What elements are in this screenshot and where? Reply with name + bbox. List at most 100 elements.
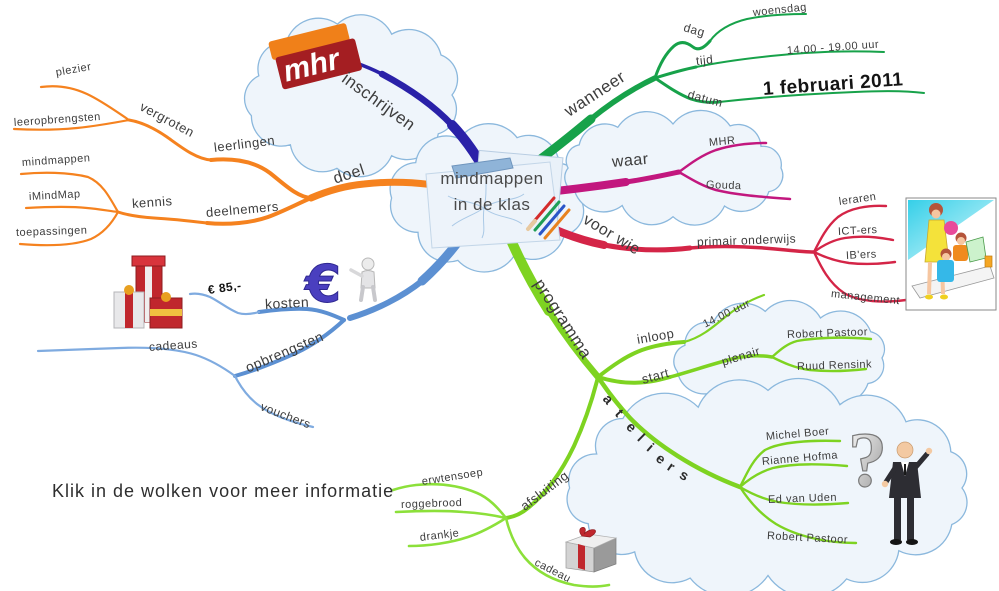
label-icters: ICT-ers: [837, 223, 878, 238]
gift-pile: [113, 255, 183, 329]
branch-datum: [653, 76, 721, 104]
flowers-icon: [944, 221, 958, 235]
label-mhr: MHR: [708, 134, 736, 149]
man-shoe-1: [890, 539, 902, 545]
branch-kosten-sub: [257, 306, 346, 322]
man-suit: [889, 462, 921, 498]
gift-tall-lid: [131, 255, 166, 267]
label-primair-onderwijs: primair onderwijs: [696, 231, 797, 249]
label-roggebrood: roggebrood: [400, 496, 463, 511]
branch-toepassingen: [18, 210, 120, 247]
question-symbol: ?: [848, 416, 887, 503]
euro-symbol: €: [304, 255, 341, 315]
branch-mhr: [677, 141, 768, 174]
branch-tijd-waarde: [695, 50, 885, 68]
branch-imindmap: [24, 205, 120, 214]
gift-red-ribbon: [150, 309, 182, 316]
man-leg-2: [907, 498, 914, 540]
branch-leeropbrengsten: [12, 118, 131, 131]
man-leg-1: [894, 498, 901, 540]
label-waar: waar: [611, 150, 650, 171]
branch-michel-boer: [738, 439, 842, 489]
label-kosten: kosten: [264, 293, 310, 312]
branch-kosten: [36, 217, 477, 429]
teacher-with-children: [905, 197, 997, 311]
gift-bow-2: [161, 292, 171, 302]
center-topic-line2: in de klas: [453, 195, 531, 214]
cloud-ateliers[interactable]: [566, 377, 968, 591]
kid1-shirt: [953, 245, 968, 261]
laptop-screen: [965, 236, 987, 263]
man-head: [896, 441, 914, 459]
cup-icon: [984, 255, 993, 268]
label-ibers: IB'ers: [845, 248, 878, 262]
branch-dag: [653, 39, 712, 80]
paper-fold-strip: [451, 157, 514, 179]
paper-doodle: [447, 173, 525, 239]
branch-kosten-2: [347, 278, 425, 321]
pencils-icon: [526, 196, 571, 240]
branch-drankje: [407, 516, 508, 548]
branch-gouda: [677, 170, 792, 201]
branch-robert-pastoor-1: [770, 336, 873, 359]
label-tijd: tijd: [695, 52, 714, 68]
branch-voor-wie-2: [601, 242, 693, 253]
figure-head: [361, 257, 375, 271]
man-hand-2: [881, 480, 889, 488]
note-click-clouds: Klik in de wolken voor meer informatie: [52, 481, 395, 501]
branch-cadeau: [504, 516, 611, 588]
kid2-head: [942, 253, 950, 261]
branch-wanneer-2: [588, 75, 658, 122]
teacher-shoe-2: [940, 294, 948, 300]
label-cadeaus: cadeaus: [148, 336, 199, 354]
center-topic-line1: mindmappen: [440, 169, 544, 188]
branch-plezier: [39, 85, 131, 122]
label-kennis: kennis: [131, 193, 174, 211]
gift-tall-ribbon: [145, 264, 152, 322]
branch-rianne-hofma: [738, 463, 849, 489]
man-arm-raised: [912, 451, 930, 471]
branch-kennis: [116, 210, 209, 225]
branch-start: [596, 375, 672, 385]
kid2-shirt: [937, 260, 954, 282]
branch-robert-pastoor-2: [738, 485, 858, 545]
branch-voor-wie: [516, 204, 908, 303]
branch-ibers: [812, 250, 897, 266]
branch-primair-onderwijs: [688, 244, 816, 254]
man-arm-down: [883, 465, 898, 485]
gift-bow-1: [124, 285, 134, 295]
branch-leerlingen: [209, 157, 313, 200]
figure-legs: [359, 285, 377, 302]
branch-opbrengsten: [233, 318, 346, 378]
figure-arm: [349, 268, 364, 278]
branch-management: [812, 250, 908, 303]
branch-tijd: [653, 65, 698, 80]
cloud-waar[interactable]: [564, 109, 784, 226]
branch-deelnemers: [205, 196, 313, 226]
mhr-logo-orange-band: [268, 23, 350, 60]
question-mark-man: ?: [847, 415, 933, 545]
branch-ed-van-uden: [738, 485, 850, 506]
euro-sign-figure: €: [304, 255, 377, 316]
figure-body: [360, 270, 376, 289]
branch-afsluiting: [504, 375, 600, 520]
branch-cadeaus: [36, 346, 237, 378]
giftbox-bow: [579, 527, 596, 538]
branch-leraren: [812, 204, 888, 254]
branch-plenair: [668, 354, 774, 379]
branch-ruud-rensink: [770, 355, 868, 373]
branch-vouchers: [233, 374, 315, 429]
classroom-table: [911, 265, 995, 299]
branch-inloop: [596, 340, 686, 379]
branch-programma-2: [545, 307, 602, 381]
mindmap-paper: [425, 149, 571, 249]
teacher-head: [931, 209, 941, 219]
label-gouda: Gouda: [705, 179, 742, 193]
branch-datum-waarde: [718, 90, 925, 103]
branch-icters: [812, 235, 895, 254]
branch-prijs: [188, 292, 261, 316]
branch-woensdag: [709, 13, 807, 42]
branch-erwtensoep: [391, 482, 508, 520]
